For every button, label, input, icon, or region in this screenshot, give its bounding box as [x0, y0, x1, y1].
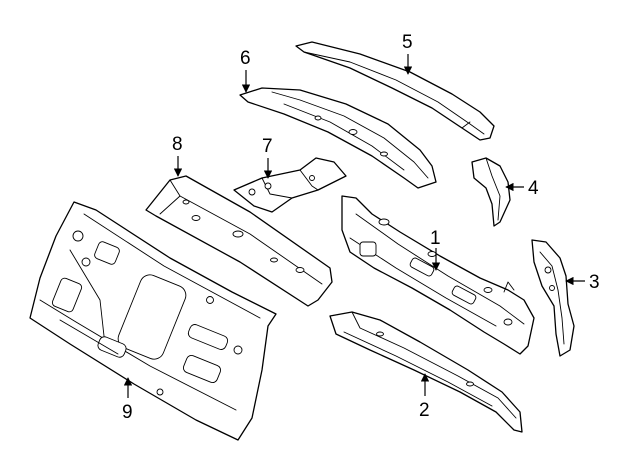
callout-label-8: 8 [172, 134, 183, 155]
part-2-lower-rail[interactable] [329, 311, 523, 433]
callout-label-9: 9 [122, 402, 133, 423]
callout-2: 2 [419, 373, 430, 421]
part-8-cross-panel[interactable] [145, 175, 333, 307]
callout-label-4: 4 [528, 178, 539, 199]
callout-label-5: 5 [402, 32, 413, 53]
part-9-back-panel[interactable] [29, 201, 277, 441]
part-3-side-bracket[interactable] [531, 239, 575, 357]
callout-4: 4 [505, 178, 539, 199]
part-7-bracket[interactable] [233, 157, 347, 213]
callout-9: 9 [122, 377, 133, 423]
callout-7: 7 [262, 136, 273, 179]
callout-label-1: 1 [430, 228, 441, 249]
callout-label-3: 3 [589, 272, 600, 293]
part-1-dash-panel[interactable] [341, 195, 535, 355]
callout-6: 6 [240, 48, 251, 93]
part-5-upper-rail[interactable] [295, 41, 495, 141]
callout-label-2: 2 [419, 400, 430, 421]
callout-label-7: 7 [262, 136, 273, 157]
callout-label-6: 6 [240, 48, 251, 69]
callout-1: 1 [430, 228, 441, 271]
part-4-bracket[interactable] [471, 157, 511, 227]
callout-8: 8 [172, 134, 183, 177]
callout-3: 3 [565, 272, 600, 293]
callout-5: 5 [402, 32, 413, 75]
part-6-rail[interactable] [239, 87, 437, 189]
